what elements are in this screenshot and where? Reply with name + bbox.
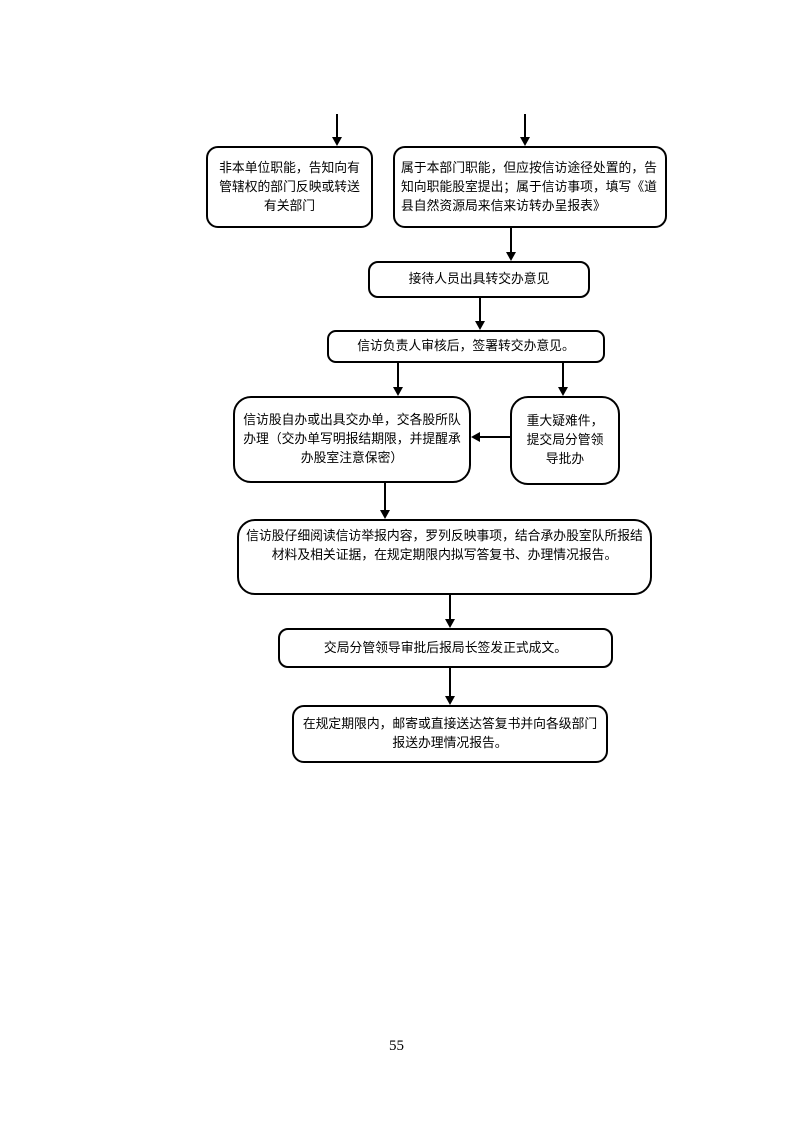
flow-arrow-to-director-sign (444, 595, 455, 628)
flow-arrow-to-draft-reply (379, 483, 390, 519)
flow-node-petition-leader-review: 信访负责人审核后，签署转交办意见。 (327, 330, 605, 363)
flow-node-reception-opinion: 接待人员出具转交办意见 (368, 261, 590, 298)
page-number: 55 (389, 1038, 404, 1054)
flow-node-major-difficult-case: 重大疑难件， 提交局分管领 导批办 (510, 396, 620, 485)
flow-arrow-to-major-difficult-case (557, 363, 568, 396)
flow-node-dept-function-petition: 属于本部门职能，但应按信访途径处置的，告 知向职能股室提出；属于信访事项，填写《… (393, 146, 667, 228)
flow-node-draft-reply: 信访股仔细阅读信访举报内容，罗列反映事项，结合承办股室队所报结 材料及相关证据，… (237, 519, 652, 595)
flow-arrow-to-reception-opinion (505, 228, 516, 261)
flow-arrow-to-assign-handling (392, 363, 403, 396)
flow-arrow-into-dept-function (519, 114, 530, 146)
flow-arrow-major-case-to-assign (471, 431, 510, 442)
flow-node-non-unit-function: 非本单位职能，告知向有 管辖权的部门反映或转送 有关部门 (206, 146, 373, 228)
flow-node-assign-handling: 信访股自办或出具交办单，交各股所队 办理（交办单写明报结期限，并提醒承 办股室注… (233, 396, 471, 483)
flow-arrow-to-deliver-reply (444, 668, 455, 705)
flow-node-deliver-reply-report: 在规定期限内，邮寄或直接送达答复书并向各级部门 报送办理情况报告。 (292, 705, 608, 763)
flow-node-director-sign-issue: 交局分管领导审批后报局长签发正式成文。 (278, 628, 613, 668)
flow-arrow-into-non-unit-function (331, 114, 342, 146)
flow-arrow-to-leader-review (474, 298, 485, 330)
